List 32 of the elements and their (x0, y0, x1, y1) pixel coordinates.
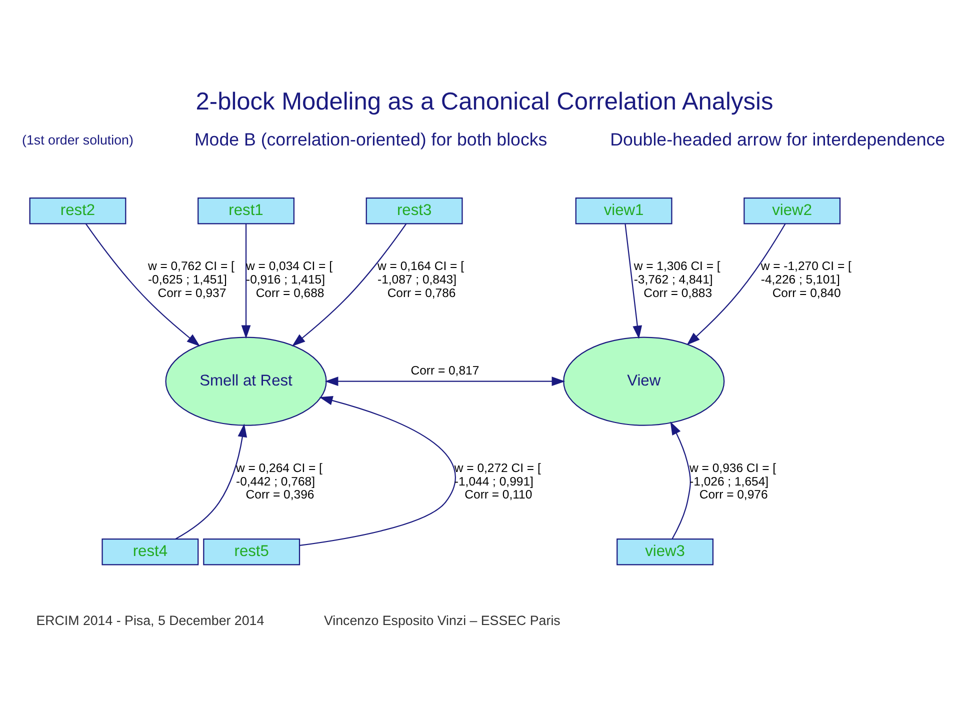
edge-label: Corr = 0,817 (410, 363, 480, 378)
label: Vincenzo Esposito Vinzi – ESSEC Paris (324, 612, 560, 628)
arrow (324, 376, 566, 386)
arrow (292, 223, 407, 346)
arrow (300, 396, 456, 546)
edge-label: w = -1,270 CI = [ -4,226 ; 5,101] Corr = 0,840 (760, 259, 852, 300)
node-box: view1 (575, 197, 672, 224)
diagram-title: 2-block Modeling as a Canonical Correlation Analysis (196, 88, 774, 116)
node-box: view3 (616, 538, 714, 566)
node-ellipse: View (563, 336, 725, 426)
node-box: rest2 (29, 197, 126, 224)
arrow (241, 224, 251, 339)
node-box: view2 (744, 197, 841, 224)
node-box: rest3 (366, 197, 463, 224)
node-box: rest4 (102, 538, 199, 566)
edge-label: w = 0,164 CI = [ -1,087 ; 0,843] Corr = 0,786 (378, 259, 464, 300)
edge-label: w = 0,762 CI = [ -0,625 ; 1,451] Corr = 0,937 (148, 259, 234, 300)
node-ellipse: Smell at Rest (165, 336, 327, 426)
arrow (175, 424, 248, 540)
node-box: rest5 (203, 538, 300, 566)
label: ERCIM 2014 - Pisa, 5 December 2014 (36, 612, 264, 628)
arrow (686, 223, 786, 346)
node-box: rest1 (198, 197, 294, 224)
arrow (624, 224, 642, 340)
label: (1st order solution) (22, 132, 134, 148)
arrow (670, 421, 691, 540)
edge-label: w = 0,264 CI = [ -0,442 ; 0,768] Corr = 0,396 (236, 460, 322, 502)
edge-label: w = 0,272 CI = [ -1,044 ; 0,991] Corr = 0,110 (454, 460, 541, 502)
label: Mode B (correlation-oriented) for both blocks (194, 129, 548, 150)
edge-label: w = 1,306 CI = [ -3,762 ; 4,841] Corr = 0,883 (634, 259, 720, 300)
label: Double-headed arrow for interdependence (610, 129, 946, 150)
arrow (85, 223, 200, 346)
